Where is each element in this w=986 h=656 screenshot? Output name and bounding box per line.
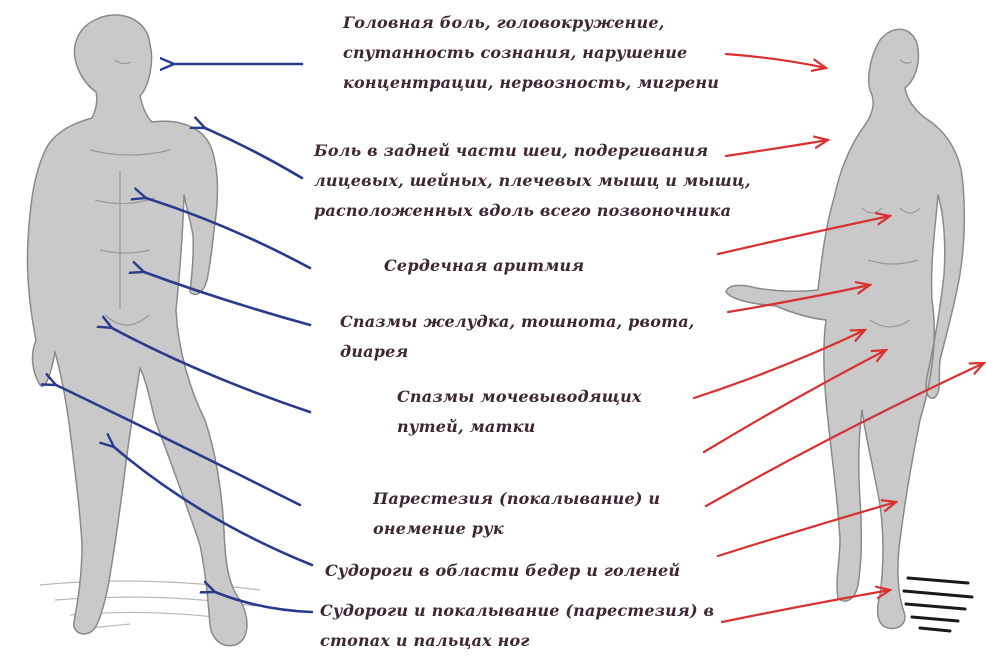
label-neck-line-2: лицевых, шейных, плечевых мышц и мышц, [314,166,751,196]
label-hands: Парестезия (покалывание) и онемение рук [373,484,660,544]
label-urinary-line-1: Спазмы мочевыводящих [397,382,642,412]
arrow-male-neck [205,128,302,178]
hatch-marks [904,578,972,631]
label-urinary: Спазмы мочевыводящих путей, матки [397,382,642,442]
label-headache-line-2: спутанность сознания, нарушение [343,38,719,68]
label-stomach-line-2: диарея [340,337,695,367]
label-feet-line-1: Судороги и покалывание (парестезия) в [320,596,714,626]
label-hands-line-2: онемение рук [373,514,660,544]
female-figure [726,29,964,628]
label-headache-line-1: Головная боль, головокружение, [343,8,719,38]
label-urinary-line-2: путей, матки [397,412,642,442]
arrow-female-legs [718,502,896,556]
label-headache: Головная боль, головокружение, спутаннос… [343,8,719,98]
label-heart: Сердечная аритмия [384,251,584,281]
arrow-female-headache [726,54,826,68]
label-hands-line-1: Парестезия (покалывание) и [373,484,660,514]
label-feet: Судороги и покалывание (парестезия) в ст… [320,596,714,656]
label-heart-line-1: Сердечная аритмия [384,251,584,281]
label-legs: Судороги в области бедер и голеней [325,556,680,586]
label-neck-line-3: расположенных вдоль всего позвоночника [314,196,751,226]
label-neck: Боль в задней части шеи, подергивания ли… [314,136,751,226]
label-headache-line-3: концентрации, нервозность, мигрени [343,68,719,98]
male-figure [27,15,246,646]
label-neck-line-1: Боль в задней части шеи, подергивания [314,136,751,166]
label-stomach: Спазмы желудка, тошнота, рвота, диарея [340,307,695,367]
label-legs-line-1: Судороги в области бедер и голеней [325,556,680,586]
female-statue-figure [726,29,964,628]
male-statue-figure [27,15,246,646]
label-stomach-line-1: Спазмы желудка, тошнота, рвота, [340,307,695,337]
arrow-female-feet [722,590,890,622]
label-feet-line-2: стопах и пальцах ног [320,626,714,656]
